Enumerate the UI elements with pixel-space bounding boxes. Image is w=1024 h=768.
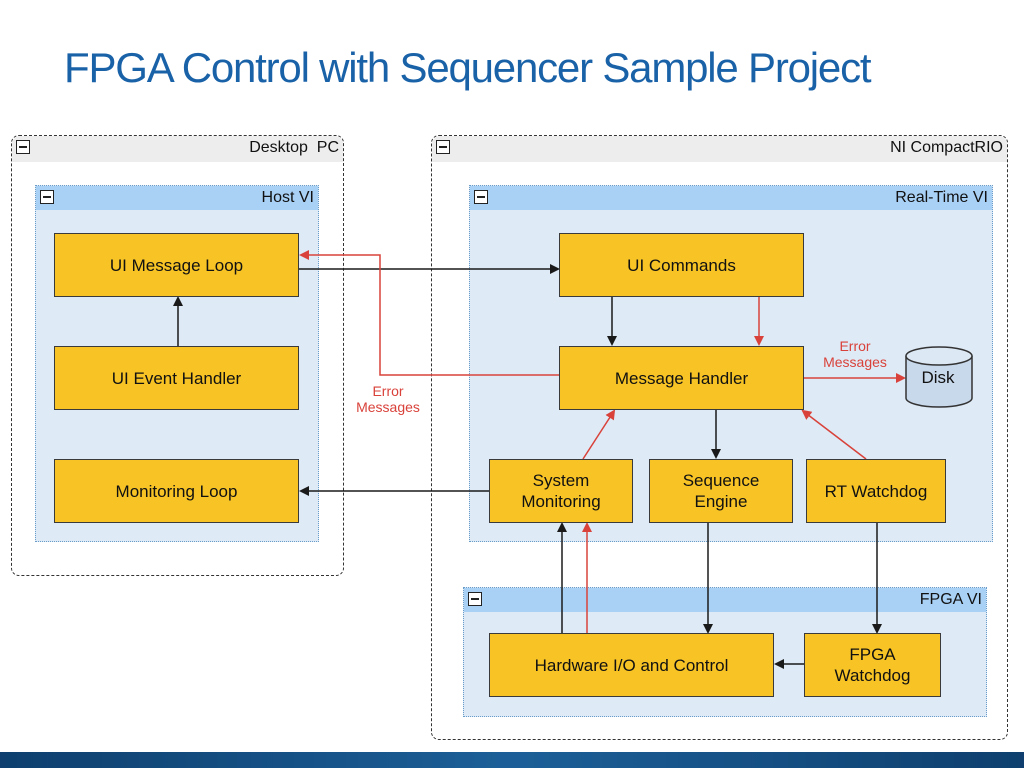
message-handler-block[interactable]: Message Handler — [559, 346, 804, 410]
system-monitoring-block[interactable]: System Monitoring — [489, 459, 633, 523]
disk-cylinder-icon — [905, 346, 973, 408]
hardware-io-block[interactable]: Hardware I/O and Control — [489, 633, 774, 697]
realtime-vi-header: Real-Time VI — [470, 186, 992, 210]
host-vi-header: Host VI — [36, 186, 318, 210]
collapse-icon[interactable] — [16, 140, 30, 154]
sequence-engine-block[interactable]: Sequence Engine — [649, 459, 793, 523]
arrow-system-monitoring-to-message-handler — [582, 409, 616, 460]
ui-commands-block[interactable]: UI Commands — [559, 233, 804, 297]
error-messages-note-right: Error Messages — [823, 338, 887, 370]
fpga-vi-header: FPGA VI — [464, 588, 986, 612]
disk-label: Disk — [921, 368, 955, 387]
host-vi-label: Host VI — [261, 189, 314, 206]
desktop-pc-label: Desktop PC — [249, 139, 339, 156]
ui-event-handler-block[interactable]: UI Event Handler — [54, 346, 299, 410]
arrow-rt-watchdog-to-message-handler — [801, 409, 867, 460]
footer-bar — [0, 752, 1024, 768]
collapse-icon[interactable] — [436, 140, 450, 154]
error-messages-note-left: Error Messages — [356, 383, 420, 415]
collapse-icon[interactable] — [474, 190, 488, 204]
collapse-icon[interactable] — [468, 592, 482, 606]
compactrio-label: NI CompactRIO — [890, 139, 1003, 156]
ui-message-loop-block[interactable]: UI Message Loop — [54, 233, 299, 297]
collapse-icon[interactable] — [40, 190, 54, 204]
realtime-vi-label: Real-Time VI — [895, 189, 988, 206]
compactrio-header: NI CompactRIO — [432, 136, 1007, 162]
fpga-vi-label: FPGA VI — [919, 591, 982, 608]
page-title: FPGA Control with Sequencer Sample Proje… — [64, 44, 872, 91]
arrow-error-to-ui-message-loop — [299, 250, 560, 376]
fpga-watchdog-block[interactable]: FPGA Watchdog — [804, 633, 941, 697]
desktop-pc-header: Desktop PC — [12, 136, 343, 162]
rt-watchdog-block[interactable]: RT Watchdog — [806, 459, 946, 523]
monitoring-loop-block[interactable]: Monitoring Loop — [54, 459, 299, 523]
